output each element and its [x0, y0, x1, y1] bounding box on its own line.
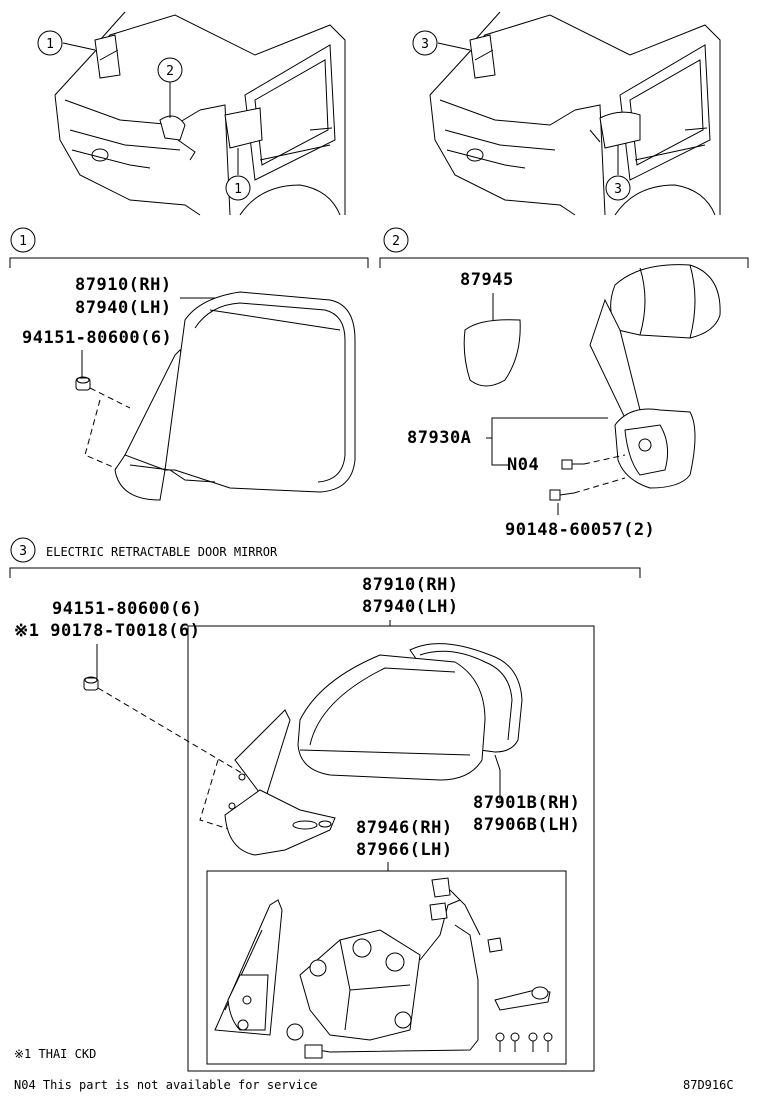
section-2-number: 2	[392, 234, 400, 249]
label-nut-s1: 94151-80600(6)	[22, 328, 172, 348]
mirror-assembly-s1	[114, 291, 356, 501]
van-illustration-left: 1 2 1	[37, 11, 346, 216]
label-nut-s3: 94151-80600(6)	[52, 599, 202, 619]
section-3: 3 ELECTRIC RETRACTABLE DOOR MIRROR 87910…	[9, 537, 641, 1072]
section-1-number: 1	[19, 234, 27, 249]
callout-1-door: 1	[234, 182, 242, 197]
retractor-components	[214, 877, 553, 1059]
nut-icon-s3	[83, 676, 99, 691]
section-3-number: 3	[19, 544, 27, 559]
assembly-box-s3	[187, 625, 595, 1072]
label-87966-lh: 87966(LH)	[356, 840, 453, 860]
label-nut-thai-s3: ※1 90178-T0018(6)	[14, 621, 201, 641]
label-87940-lh-s3: 87940(LH)	[362, 597, 459, 617]
callout-1-top: 1	[46, 37, 54, 52]
label-87930a: 87930A	[407, 428, 471, 448]
screw-n04-icon	[561, 459, 584, 470]
callout-3-top: 3	[421, 37, 429, 52]
section-2: 2 87945 87930A N04	[379, 227, 749, 540]
label-87910-rh-s3: 87910(RH)	[362, 575, 459, 595]
mirror-cover-87945	[463, 319, 521, 387]
diagram-code: 87D916C	[683, 1078, 734, 1092]
label-87945: 87945	[460, 270, 514, 290]
label-87901b-rh: 87901B(RH)	[473, 793, 580, 813]
section-1: 1 87910(RH) 87940(LH) 94151-80600(6)	[9, 227, 369, 501]
van-illustration-right: 3 3	[412, 11, 721, 216]
callout-3-door: 3	[614, 182, 622, 197]
label-87940-lh-s1: 87940(LH)	[75, 298, 172, 318]
nut-icon	[75, 376, 91, 391]
screw-90148-icon	[549, 489, 575, 501]
mirror-assembly-s3	[224, 654, 486, 856]
label-87906b-lh: 87906B(LH)	[473, 815, 580, 835]
retractor-box-s3	[206, 870, 567, 1065]
under-mirror-assembly	[589, 264, 721, 489]
label-87910-rh-s1: 87910(RH)	[75, 275, 172, 295]
callout-2-top: 2	[166, 64, 174, 79]
label-87946-rh: 87946(RH)	[356, 818, 453, 838]
section-3-title: ELECTRIC RETRACTABLE DOOR MIRROR	[46, 545, 278, 559]
label-n04: N04	[507, 455, 539, 475]
small-screw-icons	[495, 1032, 553, 1052]
footnote-thai-ckd: ※1 THAI CKD	[14, 1047, 96, 1061]
label-90148-screw: 90148-60057(2)	[505, 520, 655, 540]
footnote-n04: N04 This part is not available for servi…	[14, 1078, 317, 1092]
